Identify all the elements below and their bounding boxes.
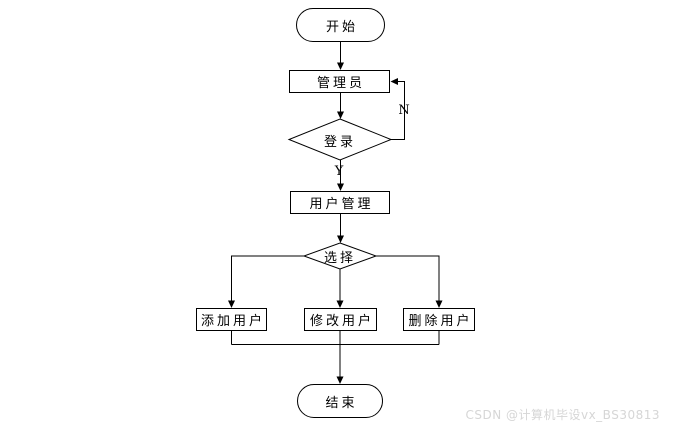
node-start: 开始 [296, 8, 385, 42]
edge-select-modifyuser [336, 269, 344, 308]
node-select-label: 选择 [323, 250, 356, 266]
node-login-label: 登录 [323, 134, 356, 150]
node-admin: 管理员 [289, 70, 390, 93]
edge-label-yes: Y [334, 163, 344, 179]
node-user-mgmt-label: 用户管理 [309, 197, 374, 212]
node-admin-label: 管理员 [316, 76, 365, 91]
edge-admin-login [337, 93, 344, 119]
node-start-label: 开始 [325, 19, 358, 35]
node-delete-user-label: 删除用户 [408, 314, 473, 329]
watermark-text: CSDN @计算机毕设vx_BS30813 [465, 408, 660, 422]
node-select-shape [302, 242, 378, 270]
node-add-user-label: 添加用户 [200, 314, 265, 329]
node-add-user: 添加用户 [196, 308, 267, 331]
edge-branches-end [231, 331, 440, 384]
node-end: 结束 [297, 384, 383, 418]
node-user-mgmt: 用户管理 [290, 191, 390, 214]
node-login-shape [287, 118, 393, 161]
edge-login-yes-usermgmt [337, 160, 344, 191]
edge-start-admin [337, 42, 344, 70]
node-end-label: 结束 [325, 395, 358, 411]
node-delete-user: 删除用户 [403, 308, 475, 331]
node-modify-user: 修改用户 [304, 308, 377, 331]
node-modify-user-label: 修改用户 [309, 314, 374, 329]
edge-select-adduser [228, 255, 304, 308]
edge-label-no: N [398, 102, 410, 118]
edge-usermgmt-select [337, 214, 344, 243]
edge-select-deleteuser [376, 255, 443, 308]
edge-login-no-admin [390, 78, 405, 140]
